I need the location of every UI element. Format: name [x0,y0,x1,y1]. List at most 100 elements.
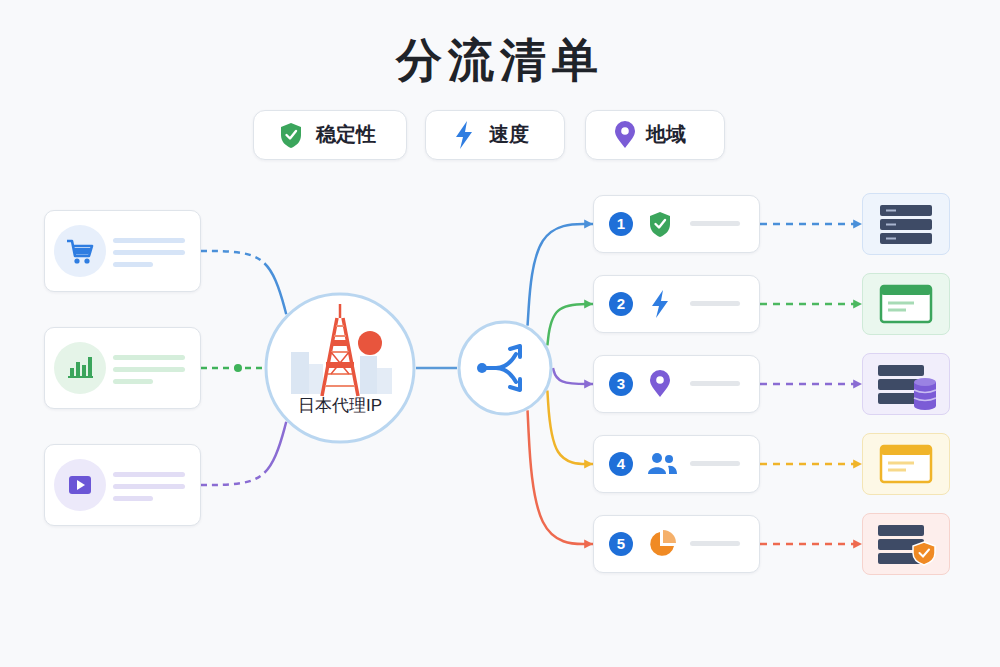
node-label: 速度 [489,111,529,158]
connector [416,367,457,370]
connector [528,410,593,544]
circle-shape [459,322,551,414]
icon-bg [54,342,106,394]
video-frame [69,476,91,494]
browser-frame [881,446,931,482]
connector [760,463,862,466]
split-head [510,379,520,390]
icon-bg [54,225,106,277]
placeholder-line [690,301,740,306]
connector [201,367,264,370]
people-icon [648,453,677,474]
icon-bg [54,459,106,511]
connector [760,303,862,306]
target-node [862,513,950,575]
server-unit [880,219,932,230]
split-icon [477,346,520,390]
db-top [914,378,936,386]
browser-icon [881,446,931,482]
placeholder-line [113,367,185,372]
row-node: 1 [593,195,760,253]
placeholder-line [690,461,740,466]
pill-node: 地域 [585,110,725,160]
shield-icon [281,123,301,148]
split-branch [496,368,516,382]
connector [760,383,862,386]
placeholder-line [690,541,740,546]
pin-icon [615,121,635,148]
building [377,368,392,394]
circle-shape [266,294,414,442]
server-unit [878,379,924,390]
callout-number: 5 [609,532,633,556]
browser-bar [881,286,931,295]
check-mark [287,131,297,139]
placeholder-line [113,355,185,360]
server-db-icon [878,365,936,410]
callout-number: 3 [609,372,633,396]
cart-icon [54,225,106,277]
target-node [862,433,950,495]
shield-icon [650,212,670,237]
connector [201,422,286,485]
placeholder-line [690,221,740,226]
row-node: 3 [593,355,760,413]
box-node [44,327,201,409]
cart-body [74,248,92,255]
pin-hole [621,127,629,135]
check-mark [920,550,930,557]
circle-outline [264,292,416,444]
building [291,352,309,394]
tower-leg [322,318,358,396]
check-mark [656,220,666,228]
node-label: 日本代理IP [264,394,416,417]
placeholder-line [113,472,185,477]
server-shield-icon [878,525,935,565]
chart-bar [88,357,92,376]
node-label: 稳定性 [316,111,376,158]
lightning-icon [456,121,472,149]
pill-node: 稳定性 [253,110,407,160]
pin-hole [656,376,664,384]
placeholder-line [113,250,185,255]
pill-node: 速度 [425,110,565,160]
chart-bar [70,368,74,376]
box-node [44,210,201,292]
video-icon [54,459,106,511]
browser-line [888,463,914,470]
placeholder-lines [113,238,185,267]
building [309,364,323,394]
db-bottom [914,402,936,410]
server-unit [878,539,924,550]
server-unit [878,365,924,376]
placeholder-line [113,496,153,501]
row-node: 5 [593,515,760,573]
split-branch [486,354,516,368]
placeholder-line [113,262,153,267]
pie-slice [650,532,674,556]
person-body [668,466,677,474]
callout-number: 2 [609,292,633,316]
person-body [648,467,666,474]
callout-number: 4 [609,452,633,476]
placeholder-lines [113,355,185,384]
tokyo-illustration [291,304,392,396]
chart-axis [68,376,93,378]
building [360,356,377,394]
connector [547,391,593,464]
connector [760,543,862,546]
browser-frame [881,286,931,322]
db-ring [914,390,936,401]
target-node [862,273,950,335]
tower-brace [331,352,349,374]
pin-shape [650,370,670,397]
person-head [665,455,673,463]
lightning-shape [456,121,472,149]
browser-icon [881,286,931,322]
pie-slice [663,530,676,543]
pin-icon [650,370,670,397]
connector [553,368,593,384]
connector [760,223,862,226]
